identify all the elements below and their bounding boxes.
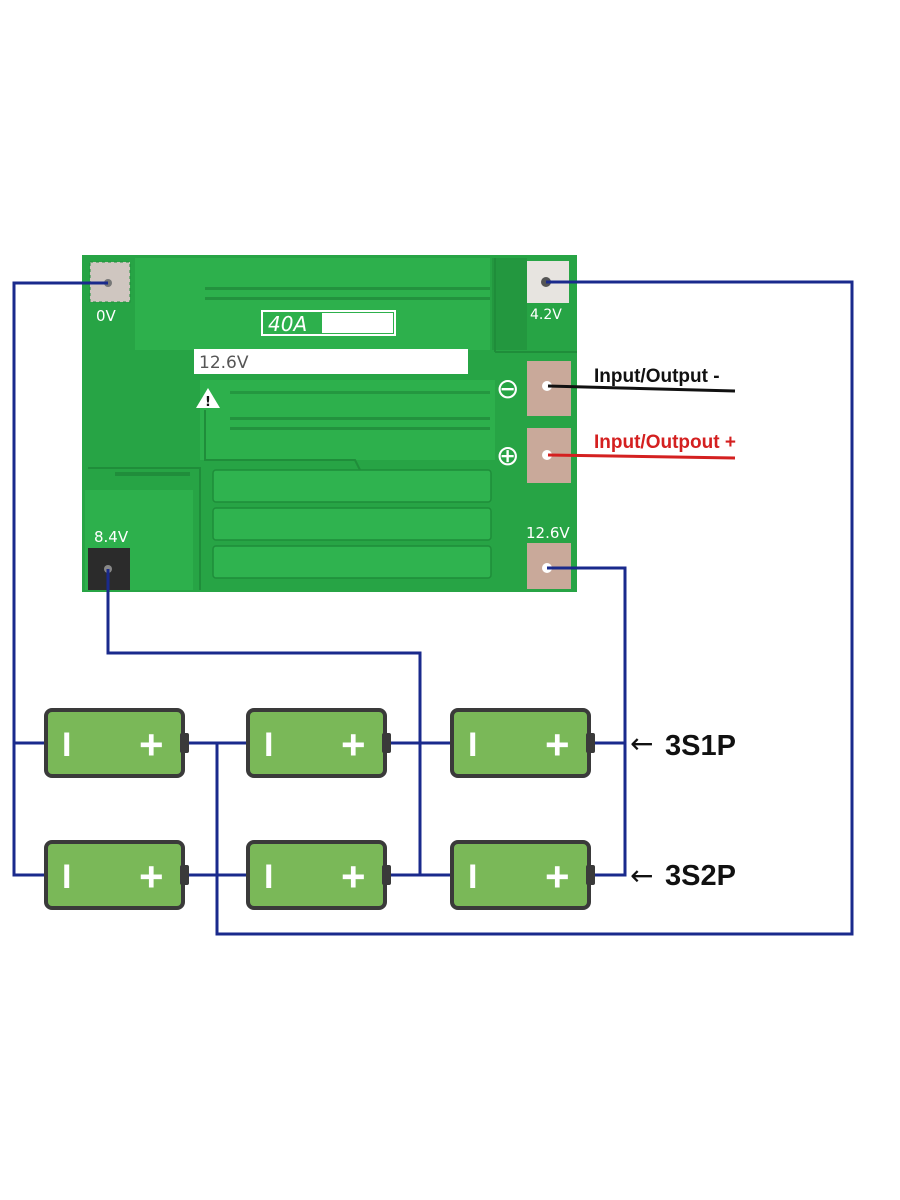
warning-symbol: ! [205, 395, 211, 410]
pcb-trace-right [492, 258, 527, 350]
battery-minus: I [468, 858, 477, 896]
pcb-trace-top [135, 258, 490, 350]
pcb-row-3 [212, 545, 492, 579]
minus-symbol: ⊖ [496, 372, 519, 405]
battery-minus: I [264, 726, 273, 764]
wire-0v-row2 [12, 743, 46, 877]
battery-cell-r2-c2: I + [246, 840, 391, 910]
battery-cell-r2-c1: I + [44, 840, 189, 910]
rating-box [261, 310, 396, 336]
wire-12v6 [547, 566, 627, 877]
config-3s1p: 3S1P [665, 730, 736, 762]
battery-minus: I [62, 858, 71, 896]
battery-plus: + [545, 853, 570, 900]
battery-minus: I [264, 858, 273, 896]
charge-voltage-label: 12.6V [199, 353, 249, 373]
battery-plus: + [139, 721, 164, 768]
io-plus-label: Input/Outpout + [594, 432, 736, 453]
plus-symbol: ⊕ [496, 439, 519, 472]
battery-plus: + [139, 853, 164, 900]
pad-io-minus [527, 361, 571, 416]
pad-12v6 [527, 543, 571, 589]
config-3s2p: 3S2P [665, 860, 736, 892]
config-labels: ← 3S1P ← 3S2P [630, 727, 736, 892]
arrow-left-icon: ← [630, 859, 653, 892]
io-minus-lead [547, 384, 736, 393]
io-plus-lead [547, 453, 736, 460]
wire-0v [12, 281, 108, 745]
terminal-12v6-label: 12.6V [526, 524, 570, 542]
battery-plus: + [545, 721, 570, 768]
battery-cell-r1-c2: I + [246, 708, 391, 778]
battery-minus: I [62, 726, 71, 764]
pcb-row-1 [212, 469, 492, 503]
via-row-top [115, 287, 490, 476]
bms-board: 40A 12.6V ! 0V 4.2V ⊖ ⊕ [82, 255, 577, 592]
battery-cell-r1-c3: I + [450, 708, 595, 778]
rating-label: 40A [268, 312, 307, 336]
terminal-8v4-label: 8.4V [94, 528, 129, 546]
battery-plus: + [341, 853, 366, 900]
warning-triangle-icon [196, 388, 220, 408]
pcb-trace-line [204, 410, 361, 471]
charge-voltage-box [194, 349, 468, 374]
terminal-4v2-label: 4.2V [530, 307, 562, 323]
pcb-row-2 [212, 507, 492, 541]
wiring [12, 280, 854, 936]
battery-cells: I + I + I + I + I + [44, 708, 595, 910]
battery-plus: + [341, 721, 366, 768]
io-minus-label: Input/Output - [594, 366, 720, 387]
wire-8v4 [106, 569, 422, 875]
battery-cell-r2-c3: I + [450, 840, 595, 910]
arrow-left-icon: ← [630, 727, 653, 760]
rating-box-fill [322, 313, 393, 333]
terminal-0v-label: 0V [96, 307, 117, 325]
pcb-trace-line-2 [88, 467, 201, 590]
battery-minus: I [468, 726, 477, 764]
battery-cell-r1-c1: I + [44, 708, 189, 778]
